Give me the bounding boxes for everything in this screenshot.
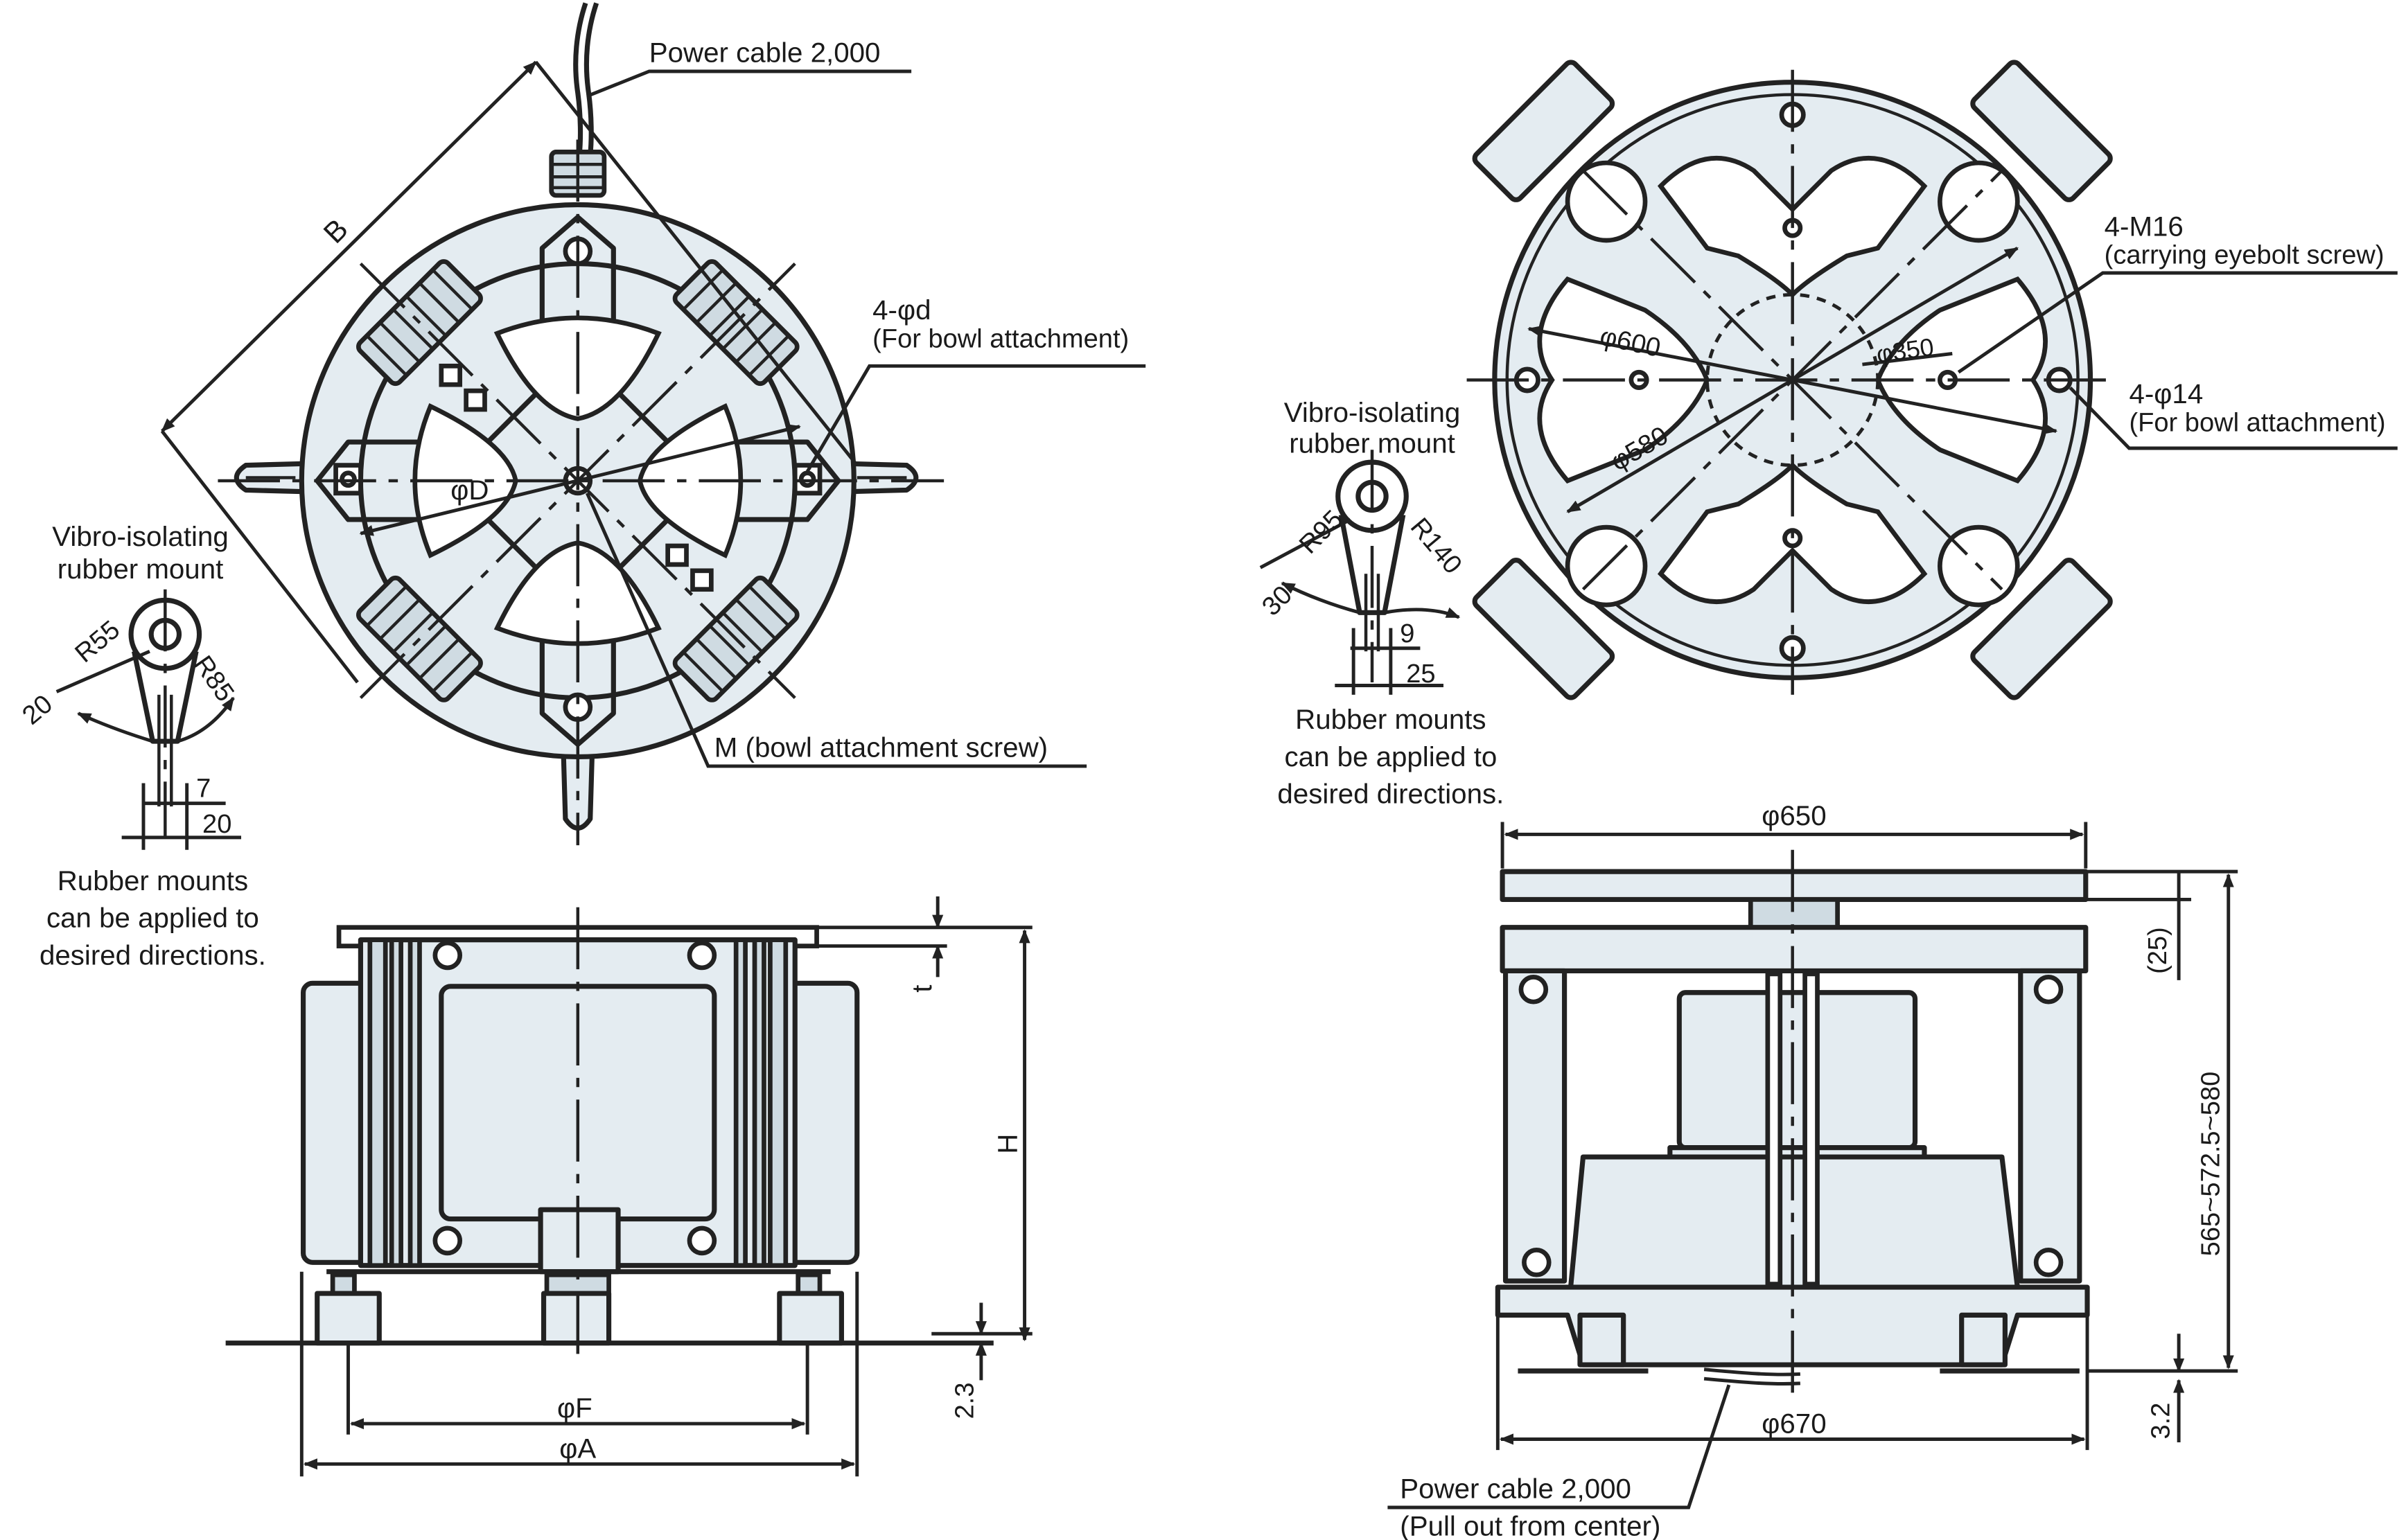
t-label: t xyxy=(906,985,938,993)
power-cable-line xyxy=(573,2,588,156)
eyebolt-arm xyxy=(1472,558,1615,700)
d670-label: φ670 xyxy=(1762,1408,1826,1440)
mount-note-1: Rubber mounts xyxy=(58,865,248,896)
holes-leader xyxy=(806,364,1146,472)
b-dimension xyxy=(161,60,538,433)
left-side-view: t H 2.3 φF φA xyxy=(225,896,1033,1477)
rubber-foot xyxy=(777,1291,844,1346)
r-small-label: R55 xyxy=(70,615,125,669)
mount-title-2-right: rubber mount xyxy=(1289,428,1455,459)
right-top-view: 4-M16 (carrying eyebolt screw) φ600 φ350… xyxy=(1466,60,2398,700)
holes-right-note: (For bowl attachment) xyxy=(2129,408,2385,437)
eyebolt-leader xyxy=(1957,271,2398,374)
mount-title-1-right: Vibro-isolating xyxy=(1284,397,1461,428)
spring-bar xyxy=(768,937,789,1268)
screw-leader xyxy=(585,492,1087,768)
holes-note: (For bowl attachment) xyxy=(872,324,1129,353)
mount-note-2: can be applied to xyxy=(46,903,259,934)
cable-label-2: (Pull out from center) xyxy=(1400,1510,1660,1540)
cutout-window xyxy=(493,540,662,646)
eyebolt-note: (carrying eyebolt screw) xyxy=(2105,241,2385,270)
mount-note-1-right: Rubber mounts xyxy=(1295,704,1486,735)
square-bolt xyxy=(665,543,689,567)
w2-label-right: 25 xyxy=(1406,660,1435,689)
dia-d-dimension xyxy=(359,424,801,536)
power-cable-line xyxy=(583,2,599,156)
right-side-view: φ650 (25) 565~572.5~580 3.2 φ670 Power c… xyxy=(1387,800,2238,1540)
mount-title-2: rubber mount xyxy=(58,554,224,585)
height-label: 565~572.5~580 xyxy=(2196,1072,2225,1257)
d580-dimension xyxy=(1566,247,2019,513)
cable-leader xyxy=(586,69,912,98)
mount-note-3-right: desired directions. xyxy=(1277,779,1504,810)
square-bolt xyxy=(464,388,487,412)
dia-f-label: φF xyxy=(557,1392,592,1424)
side-pillar xyxy=(1502,968,1568,1284)
mount-note-3: desired directions. xyxy=(39,939,266,971)
gap-label: 2.3 xyxy=(951,1382,980,1419)
power-cable-label: Power cable 2,000 xyxy=(649,37,881,69)
screw-label: M (bowl attachment screw) xyxy=(714,732,1048,763)
eyebolt-label: 4-M16 xyxy=(2105,211,2184,242)
rubber-foot xyxy=(315,1291,382,1346)
side-pillar xyxy=(2018,968,2082,1284)
holes-label: 4-φd xyxy=(872,294,931,326)
coil-block xyxy=(1676,990,1918,1151)
r-large-label-right: R140 xyxy=(1405,513,1468,580)
mount-title-1: Vibro-isolating xyxy=(52,521,229,552)
square-bolt xyxy=(439,363,463,387)
mount-note-2-right: can be applied to xyxy=(1284,741,1497,772)
cable-label-1: Power cable 2,000 xyxy=(1400,1473,1631,1505)
holes-right-label: 4-φ14 xyxy=(2129,378,2203,409)
h-label: H xyxy=(992,1133,1023,1153)
d650-label: φ650 xyxy=(1762,800,1826,831)
angle-label: 20 xyxy=(17,689,58,730)
gap-label-right: 3.2 xyxy=(2147,1403,2176,1440)
square-bolt xyxy=(690,568,714,592)
w1-label: 7 xyxy=(196,775,211,804)
eyebolt-arm xyxy=(1472,60,1615,202)
eyebolt-arm xyxy=(1970,558,2113,700)
dia-a-label: φA xyxy=(559,1433,596,1464)
dia-d-label: φD xyxy=(450,475,489,506)
left-mount-detail: Vibro-isolating rubber mount R55 R85 20 … xyxy=(17,521,266,971)
left-top-view: Power cable 2,000 B 4-φd (For bowl attac… xyxy=(160,2,1146,846)
spring-bar xyxy=(367,937,388,1268)
cable-leader-right xyxy=(1387,1384,1731,1510)
eyebolt-arm xyxy=(1970,60,2113,202)
w1-label-right: 9 xyxy=(1400,619,1414,648)
w2-label: 20 xyxy=(202,810,231,839)
holes-leader-right xyxy=(2069,386,2398,450)
d25-label: (25) xyxy=(2143,927,2172,974)
right-mount-detail: Vibro-isolating rubber mount R95 R140 30… xyxy=(1256,397,1504,810)
